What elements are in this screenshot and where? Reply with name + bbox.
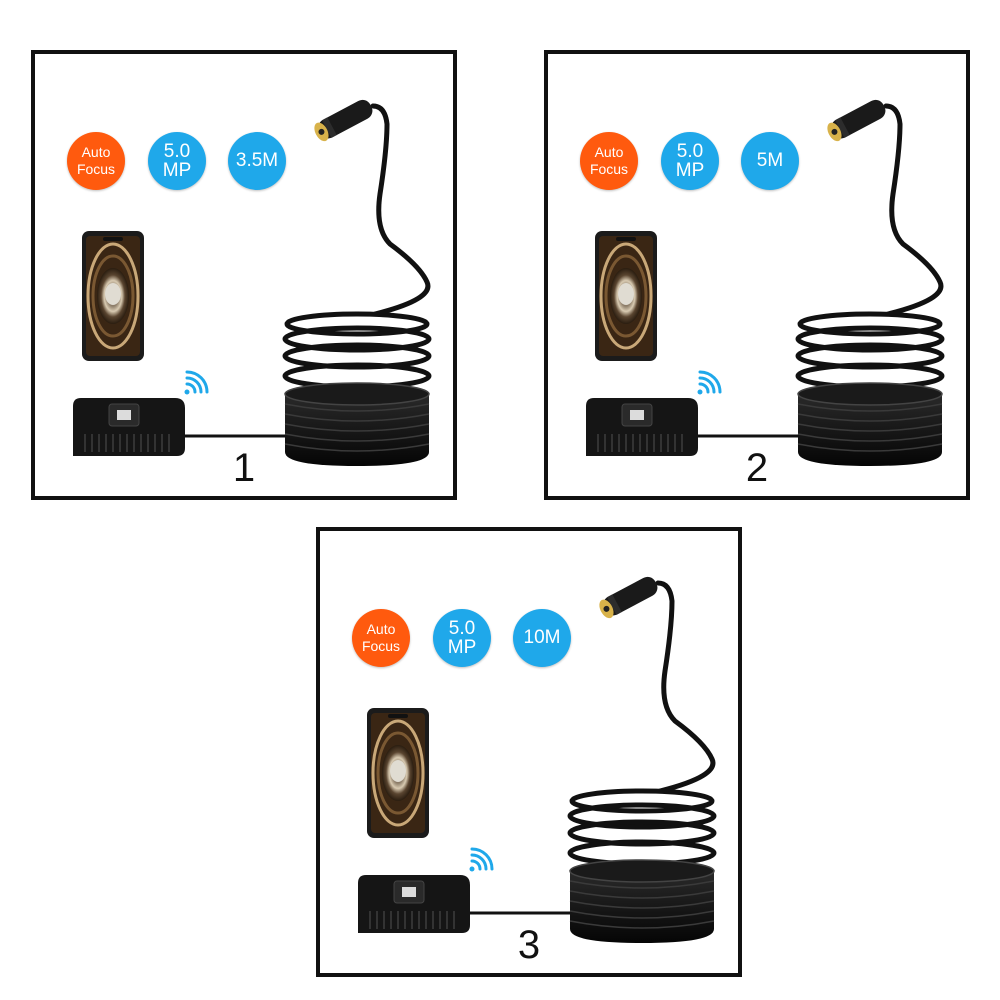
badge-line: Auto (366, 621, 396, 637)
wifi-icon (697, 370, 722, 395)
smartphone-image (82, 231, 144, 361)
badge-line: MP (447, 637, 477, 658)
badge-line: 5.0 (163, 141, 191, 162)
panel-number: 2 (745, 446, 769, 490)
wifi-icon (469, 847, 494, 872)
badge-line: 5.0 (676, 141, 704, 162)
badge-line: Focus (76, 161, 116, 177)
cable-riser (370, 103, 431, 317)
camera-head (827, 99, 886, 142)
cable-coil-stack (284, 382, 430, 466)
smartphone-image (595, 231, 657, 361)
badge-line: Auto (594, 144, 624, 160)
camera-head (314, 99, 373, 142)
panel-number: 1 (232, 446, 256, 490)
wifi-icon (184, 370, 209, 395)
wifi-transmitter-box (73, 398, 185, 456)
wifi-transmitter-box (586, 398, 698, 456)
wifi-transmitter-box (358, 875, 470, 933)
cable-length-badge: 5M (741, 132, 799, 190)
cable-riser (655, 580, 716, 794)
badge-line: 5.0 (448, 618, 476, 639)
cable-length-badge: 10M (513, 609, 571, 667)
cable-coil (282, 311, 432, 390)
badge-line: MP (675, 160, 705, 181)
cable-length-badge: 3.5M (228, 132, 286, 190)
badge-line: Focus (361, 638, 401, 654)
badge-line: MP (162, 160, 192, 181)
panel-number: 3 (517, 923, 541, 967)
cable-riser (883, 103, 944, 317)
smartphone-image (367, 708, 429, 838)
cable-coil-stack (569, 859, 715, 943)
camera-head (599, 576, 658, 619)
cable-coil (795, 311, 945, 390)
badge-line: Focus (589, 161, 629, 177)
badge-line: Auto (81, 144, 111, 160)
cable-coil-stack (797, 382, 943, 466)
cable-coil (567, 788, 717, 867)
